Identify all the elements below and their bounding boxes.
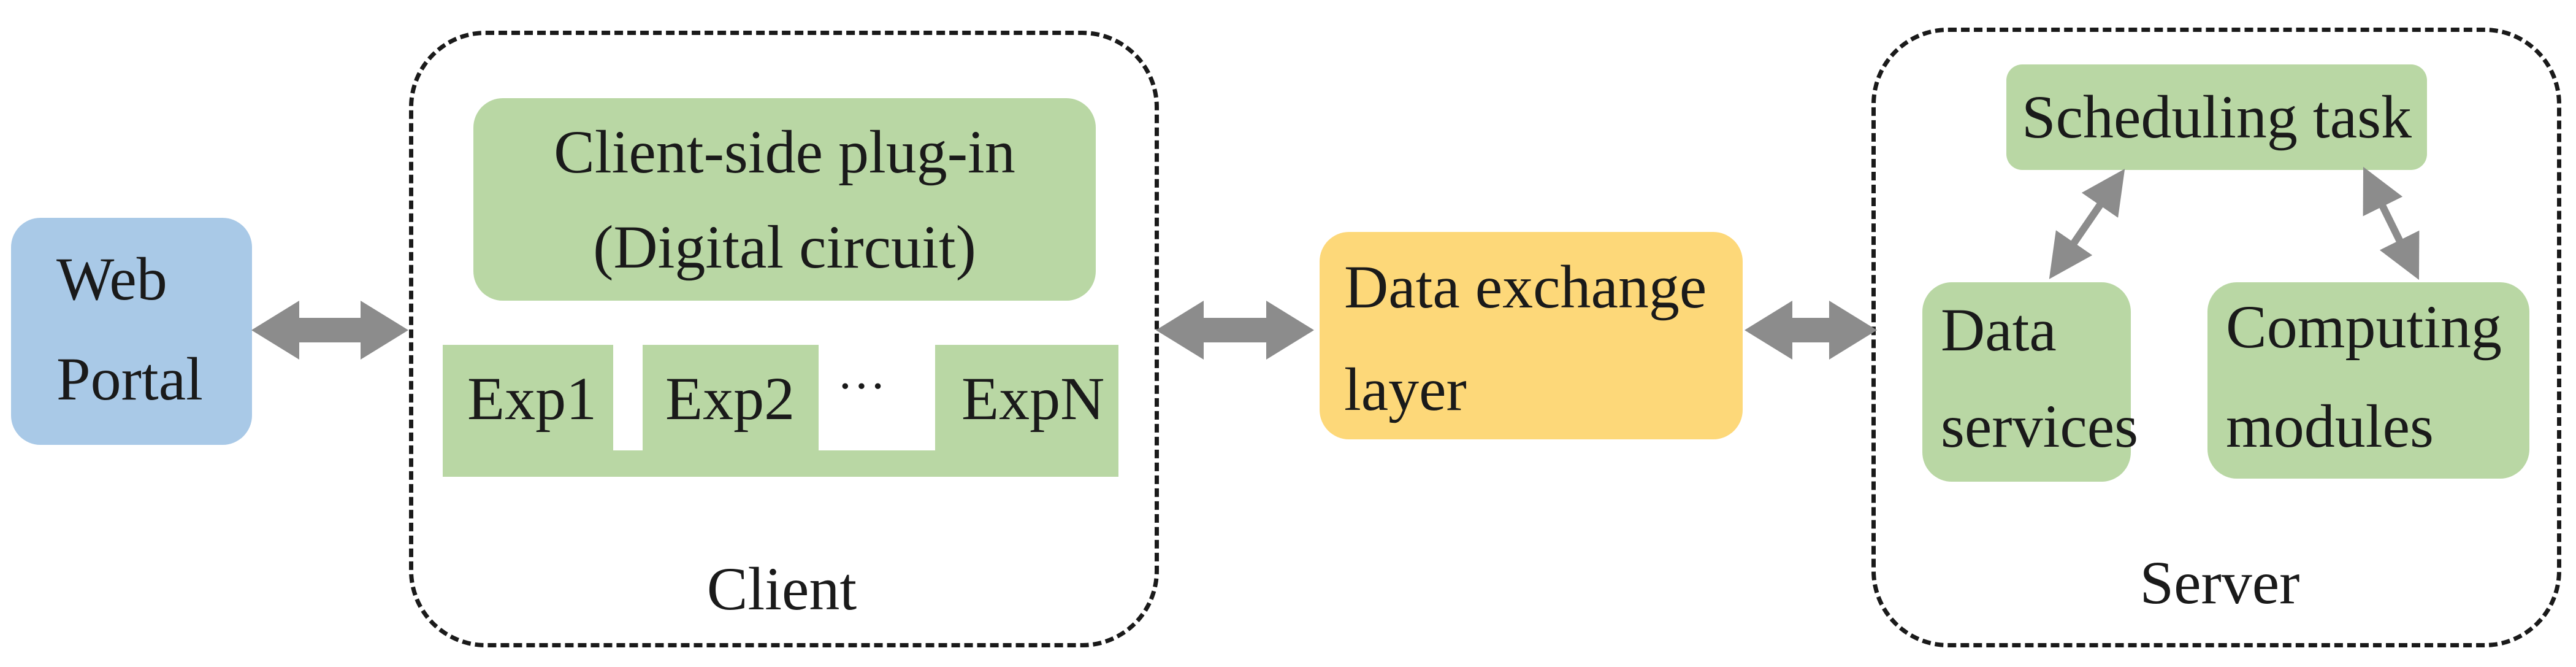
web-portal-line1: Web	[56, 245, 167, 313]
computing-modules-box	[2207, 282, 2529, 479]
data-services-line2: services	[1941, 392, 2139, 460]
experiments-bar	[443, 345, 1118, 477]
scheduling-task-label: Scheduling task	[2021, 83, 2412, 151]
data-exchange-line1: Data exchange	[1344, 253, 1707, 321]
experiment-ellipsis: ···	[837, 360, 886, 414]
portal-client-arrow	[251, 301, 408, 360]
exchange-server-arrow	[1745, 301, 1877, 360]
data-services-line1: Data	[1941, 296, 2057, 364]
scheduling-task-box: Scheduling task	[2006, 64, 2427, 170]
experiments-gap-2	[819, 345, 935, 450]
client-exchange-arrow	[1156, 301, 1314, 360]
client-plugin-box: Client-side plug-in (Digital circuit)	[473, 98, 1096, 301]
web-portal-box	[11, 218, 252, 445]
server-label: Server	[2139, 549, 2300, 617]
experiments-gap-1	[613, 345, 643, 450]
client-plugin-line2: (Digital circuit)	[593, 212, 976, 281]
computing-modules-line2: modules	[2226, 392, 2434, 460]
web-portal-line2: Portal	[56, 345, 203, 413]
data-services-box	[1922, 282, 2131, 482]
experiment-label-1: Exp1	[467, 364, 597, 433]
client-plugin-line1: Client-side plug-in	[554, 117, 1015, 186]
data-exchange-line2: layer	[1344, 355, 1467, 423]
computing-modules-line1: Computing	[2226, 293, 2502, 361]
data-exchange-box	[1320, 232, 1743, 439]
experiment-label-n: ExpN	[961, 364, 1105, 433]
client-label: Client	[706, 555, 857, 623]
experiment-label-2: Exp2	[665, 364, 795, 433]
